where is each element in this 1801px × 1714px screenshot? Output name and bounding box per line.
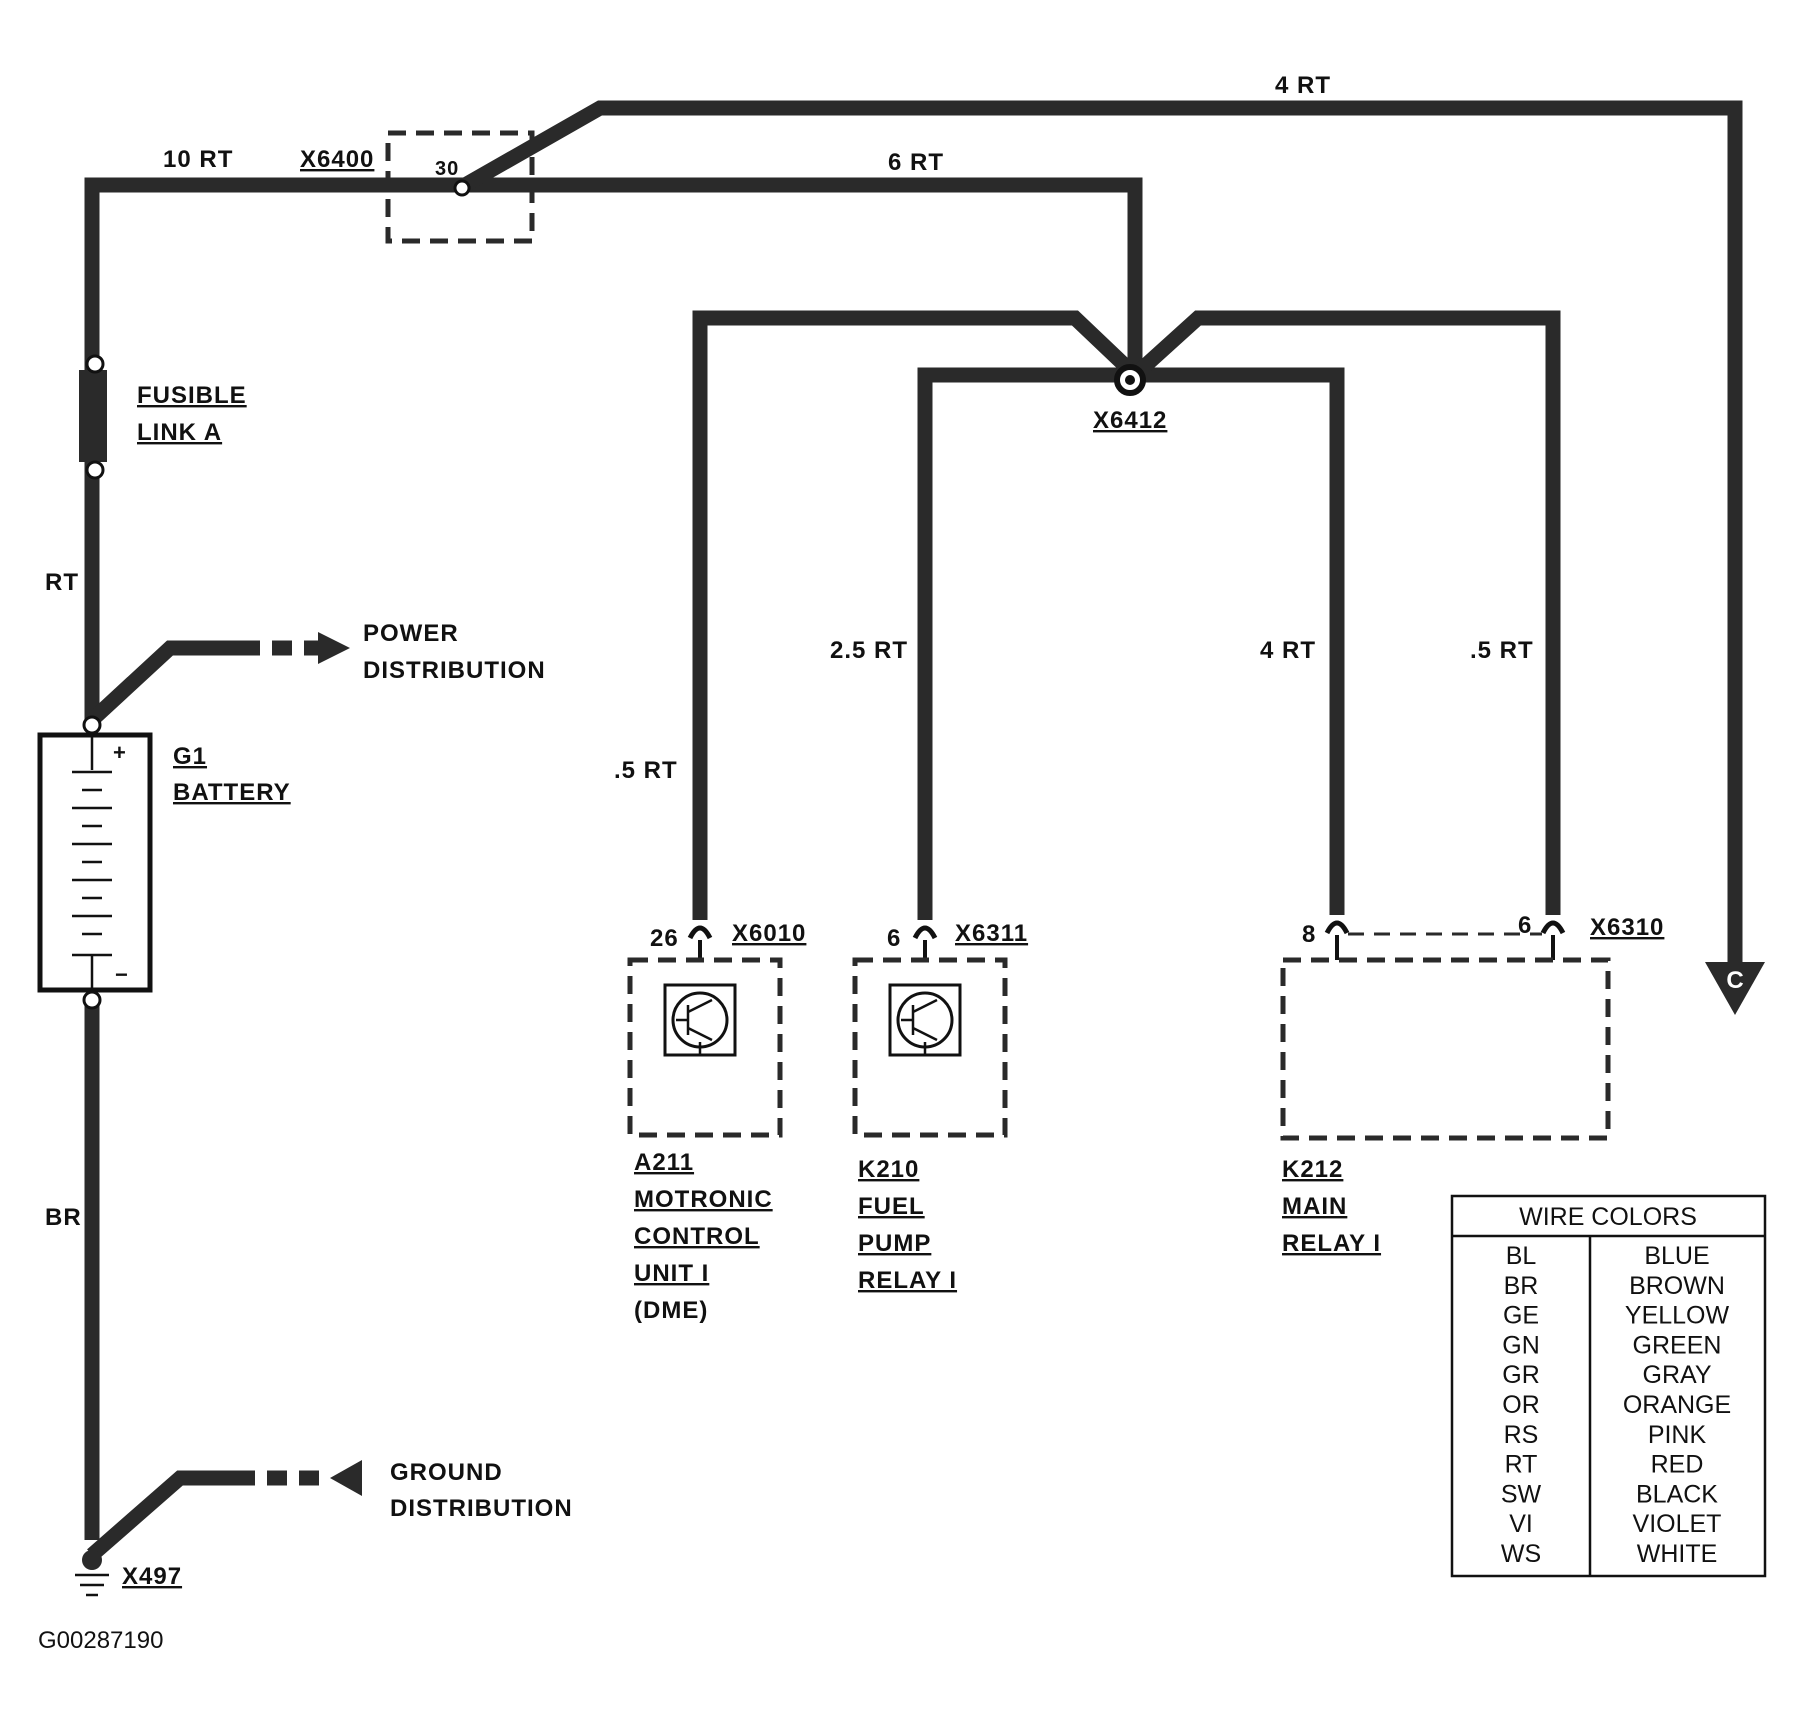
wire-color-name: RED: [1651, 1451, 1704, 1479]
wire-to-main-relay-8: [1135, 367, 1345, 915]
continuation-label: C: [1726, 967, 1743, 994]
wire-to-main-relay-6: [1129, 310, 1561, 915]
wire-colors-table: WIRE COLORS BL BLUE BR BROWN GE YELLOW GN GREEN…: [1450, 1194, 1767, 1578]
k212-label-1: K212: [1282, 1156, 1343, 1183]
x6400-pin-30: [453, 179, 471, 197]
fusible-link-top-terminal: [85, 354, 105, 374]
a211-label-4: UNIT I: [634, 1260, 709, 1287]
fusible-link-label-2: LINK A: [137, 419, 222, 446]
fusible-link-label-1: FUSIBLE: [137, 382, 247, 409]
figure-id: G00287190: [38, 1627, 163, 1654]
k212-box: [1280, 957, 1611, 1141]
wire-color-code: GR: [1502, 1361, 1540, 1389]
terminal-hooks: [687, 920, 1566, 960]
k210-label-3: PUMP: [858, 1230, 931, 1257]
a211-label-1: A211: [634, 1149, 694, 1176]
wire-label-4rt-top: 4 RT: [1275, 72, 1331, 99]
connector-x497: X497: [122, 1563, 182, 1590]
x6412-splice-center: [1125, 375, 1135, 385]
a211-label-3: CONTROL: [634, 1223, 760, 1250]
connector-x6311: X6311: [955, 920, 1028, 947]
ground-dist-label-1: GROUND: [390, 1459, 503, 1486]
connector-x6400-pin: 30: [435, 158, 459, 180]
power-dist-label-1: POWER: [363, 620, 459, 647]
wire-color-name: PINK: [1648, 1421, 1707, 1449]
battery-label-2: BATTERY: [173, 779, 291, 806]
power-dist-arrow: [318, 632, 350, 664]
a211-label-2: MOTRONIC: [634, 1186, 773, 1213]
a211-box: [627, 957, 783, 1138]
wire-to-motronic: [692, 310, 1141, 920]
connector-x6310-pin-6: 6: [1518, 912, 1532, 939]
wire-color-code: GN: [1502, 1331, 1540, 1359]
connector-x6310: X6310: [1590, 914, 1664, 941]
wire-color-code: BL: [1506, 1242, 1537, 1270]
k210-label-4: RELAY I: [858, 1267, 957, 1294]
wire-label-10rt: 10 RT: [163, 146, 233, 173]
wire-label-4rt: 4 RT: [1260, 637, 1316, 664]
wire-colors-rows: BL BLUE BR BROWN GE YELLOW GN GREEN GR GRAY OR ORAN…: [1501, 1242, 1731, 1568]
fusible-link-bottom-terminal: [85, 460, 105, 480]
connector-x6310-pin-8: 8: [1302, 921, 1316, 948]
wire-label-6rt: 6 RT: [888, 149, 944, 176]
k212-label-2: MAIN: [1282, 1193, 1347, 1220]
wire-label-5rt-right: .5 RT: [1470, 637, 1534, 664]
wire-label-rt: RT: [45, 569, 79, 596]
power-dist-label-2: DISTRIBUTION: [363, 657, 546, 684]
battery-plus: +: [113, 740, 126, 765]
ground-dist-label-2: DISTRIBUTION: [390, 1495, 573, 1522]
connector-x6400: X6400: [300, 146, 374, 173]
battery-symbol: + −: [37, 715, 153, 1010]
wire-color-name: YELLOW: [1625, 1302, 1730, 1330]
k212-label-3: RELAY I: [1282, 1230, 1381, 1257]
wire-colors-title: WIRE COLORS: [1519, 1203, 1697, 1231]
continuation-arrow: [1705, 962, 1765, 1015]
wire-color-name: BLUE: [1644, 1242, 1709, 1270]
wire-color-name: GRAY: [1643, 1361, 1712, 1389]
wire-color-name: VIOLET: [1633, 1510, 1722, 1538]
connector-x6412: X6412: [1093, 407, 1167, 434]
battery-minus: −: [115, 962, 128, 987]
battery-label-1: G1: [173, 743, 207, 770]
fusible-link: [79, 370, 107, 462]
wire-ground-stub: [87, 1470, 235, 1561]
connector-x6311-pin: 6: [887, 925, 901, 952]
wire-color-code: RT: [1505, 1451, 1538, 1479]
connector-x6010: X6010: [732, 920, 806, 947]
wire-color-code: WS: [1501, 1540, 1541, 1568]
wire-color-code: RS: [1504, 1421, 1539, 1449]
wire-color-name: ORANGE: [1623, 1391, 1731, 1419]
x6400-connector-box: [385, 130, 535, 244]
k210-box: [852, 957, 1008, 1138]
wire-to-fuel-pump: [917, 367, 1135, 920]
wire-color-code: OR: [1502, 1391, 1540, 1419]
k210-label-1: K210: [858, 1156, 919, 1183]
ground-symbol: [75, 1550, 109, 1597]
wire-color-code: BR: [1504, 1272, 1539, 1300]
a211-label-5: (DME): [634, 1297, 708, 1324]
wire-top-run: [461, 100, 1743, 970]
wire-color-name: GREEN: [1633, 1331, 1722, 1359]
connector-x6010-pin: 26: [650, 925, 679, 952]
wire-label-2-5rt: 2.5 RT: [830, 637, 908, 664]
wire-power-stub: [86, 640, 240, 726]
wire-color-code: SW: [1501, 1480, 1542, 1508]
k210-label-2: FUEL: [858, 1193, 925, 1220]
ground-dist-arrow: [330, 1460, 362, 1496]
wire-label-5rt-left: .5 RT: [614, 757, 678, 784]
wire-color-name: BROWN: [1629, 1272, 1725, 1300]
wire-color-name: WHITE: [1637, 1540, 1718, 1568]
wire-color-name: BLACK: [1636, 1480, 1718, 1508]
wire-label-br: BR: [45, 1204, 82, 1231]
wire-color-code: GE: [1503, 1302, 1539, 1330]
wire-color-code: VI: [1509, 1510, 1533, 1538]
